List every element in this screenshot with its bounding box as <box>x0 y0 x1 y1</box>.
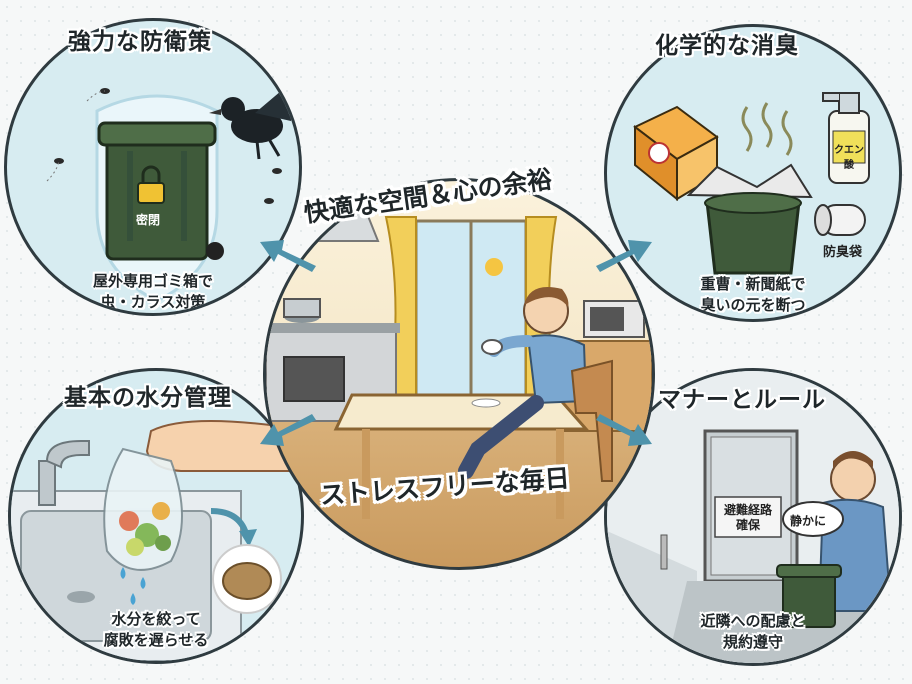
defense-caption: 屋外専用ゴミ箱で 虫・カラス対策 <box>78 271 228 313</box>
food-waste-bag-icon <box>103 447 183 571</box>
manners-caption-line-1: 近隣への配慮と <box>700 612 806 630</box>
panel-deodorize: クエン酸 防臭袋 重曹・新聞紙で 臭いの元を断つ <box>604 24 902 322</box>
manners-illustration <box>607 371 899 663</box>
moisture-illustration <box>11 420 301 661</box>
spray-label: クエン酸 <box>834 145 864 171</box>
baking-soda-box-icon <box>633 105 719 202</box>
bin-wheel <box>206 242 224 260</box>
deodorize-title: 化学的な消臭 <box>655 33 799 59</box>
moisture-caption-line-2: 腐敗を遅らせる <box>103 631 209 649</box>
moisture-caption-line-1: 水分を絞って <box>111 610 201 628</box>
lock-icon <box>137 182 165 204</box>
sun-icon <box>485 258 503 276</box>
bag-label: 防臭袋 <box>823 245 863 260</box>
spray-bottle-icon <box>822 92 870 184</box>
bin-lid <box>97 121 217 147</box>
defense-illustration <box>46 75 299 303</box>
relaxing-person-icon <box>458 287 588 479</box>
defense-caption-line-1: 屋外専用ゴミ箱で <box>92 272 213 290</box>
fly-icons <box>54 88 282 204</box>
panel-manners: 避難経路確保 静かに 近隣への配慮と 規約遵守 <box>604 368 902 666</box>
deodorize-caption-line-2: 臭いの元を断つ <box>700 296 806 314</box>
panel-moisture: 水分を絞って 腐敗を遅らせる <box>8 368 304 664</box>
deodorize-illustration <box>633 92 870 275</box>
moisture-caption: 水分を絞って 腐敗を遅らせる <box>81 609 231 651</box>
crow-icon <box>209 75 299 160</box>
defense-caption-line-2: 虫・カラス対策 <box>100 293 206 311</box>
sign-label: 避難経路確保 <box>723 503 772 532</box>
deodorizing-bag-icon <box>814 204 866 236</box>
faucet-icon <box>38 440 90 506</box>
panel-defense: 密閉 屋外専用ゴミ箱で 虫・カラス対策 <box>4 18 302 316</box>
small-bin-icon <box>776 564 842 628</box>
moisture-title: 基本の水分管理 <box>64 385 232 411</box>
deodorize-caption-line-1: 重曹・新聞紙で <box>700 275 806 293</box>
coffee-cup-icon <box>481 339 503 355</box>
water-drop-icons <box>120 567 146 605</box>
bin-label: 密閉 <box>136 213 161 227</box>
deodorize-caption: 重曹・新聞紙で 臭いの元を断つ <box>678 274 828 316</box>
defense-title: 強力な防衛策 <box>68 29 212 55</box>
speech-label: 静かに <box>790 514 827 528</box>
speech-bubble-icon <box>782 501 844 537</box>
manners-caption: 近隣への配慮と 規約遵守 <box>678 611 828 653</box>
manners-caption-line-2: 規約遵守 <box>722 633 783 651</box>
newspaper-bin-icon <box>686 163 813 275</box>
manners-title: マナーとルール <box>658 387 826 413</box>
